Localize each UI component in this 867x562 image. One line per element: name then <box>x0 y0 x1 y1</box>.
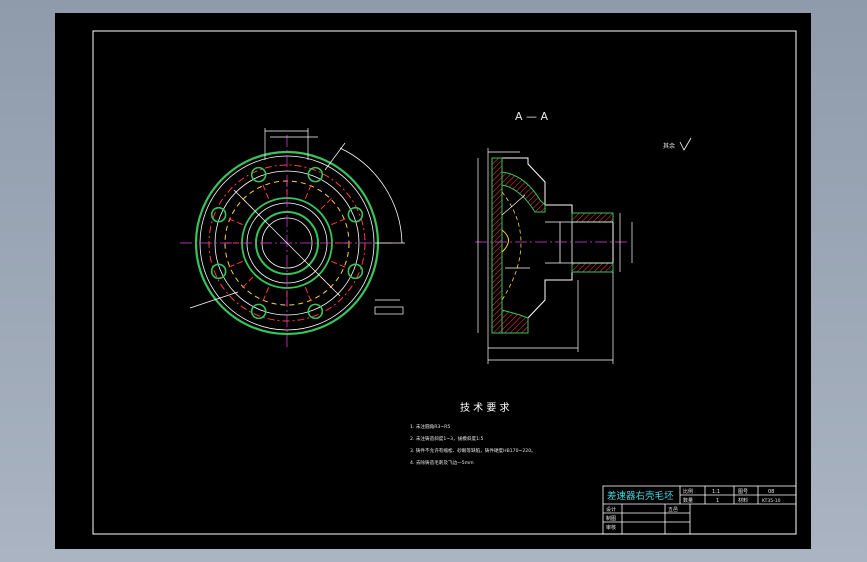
title-block <box>602 485 797 535</box>
material-value: KT35-10 <box>762 498 781 504</box>
draw-label: 制图 <box>606 515 616 522</box>
bolt-hole <box>210 206 227 223</box>
rib-line <box>331 217 349 226</box>
bolt-hole <box>250 166 267 183</box>
bolt-hole <box>250 303 267 320</box>
drawing-sheet <box>55 13 811 549</box>
rib-line <box>239 276 254 291</box>
tech-item-2: 2. 未注铸造斜度1~3，拔模斜度1:5 <box>410 435 484 442</box>
rib-line <box>261 181 270 199</box>
end-view <box>180 128 405 350</box>
part-name: 差速器右壳毛坯 <box>607 490 674 502</box>
school-name: 五邑 <box>668 507 678 513</box>
bolt-hole <box>307 303 324 320</box>
section-title: A — A <box>515 110 549 123</box>
rib-line <box>225 260 243 269</box>
tech-item-1: 1. 未注圆角R3~R5 <box>410 423 450 430</box>
section-view <box>475 148 633 364</box>
tech-requirements-title: 技 术 要 求 <box>460 401 510 414</box>
scale-label: 比例 <box>683 488 693 495</box>
sheet-value: 08 <box>768 489 774 495</box>
inner-frame <box>92 30 797 535</box>
tech-item-3: 3. 铸件不允许有缩松、砂眼等缺陷，铸件硬度HB170~220。 <box>410 447 536 454</box>
qty-value: 1 <box>716 498 719 504</box>
rib-line <box>320 195 335 210</box>
check-label: 审核 <box>606 524 616 531</box>
rib-line <box>225 217 243 226</box>
bolt-hole <box>347 206 364 223</box>
material-label: 材料 <box>738 497 748 504</box>
bolt-hole <box>307 166 324 183</box>
roughness-symbol-icon <box>679 137 692 151</box>
scale-value: 1:1 <box>712 489 720 495</box>
qty-label: 数量 <box>683 497 693 504</box>
rib-line <box>304 181 313 199</box>
sheet-label: 图号 <box>738 489 748 495</box>
rib-line <box>304 287 313 305</box>
roughness-label: 其余 <box>663 142 675 150</box>
rib-line <box>331 260 349 269</box>
bolt-hole <box>210 263 227 280</box>
bolt-hole <box>347 263 364 280</box>
rib-line <box>261 287 270 305</box>
design-label: 设计 <box>606 506 616 513</box>
tech-item-4: 4. 去除铸造毛刺及飞边一5mm <box>410 459 474 466</box>
